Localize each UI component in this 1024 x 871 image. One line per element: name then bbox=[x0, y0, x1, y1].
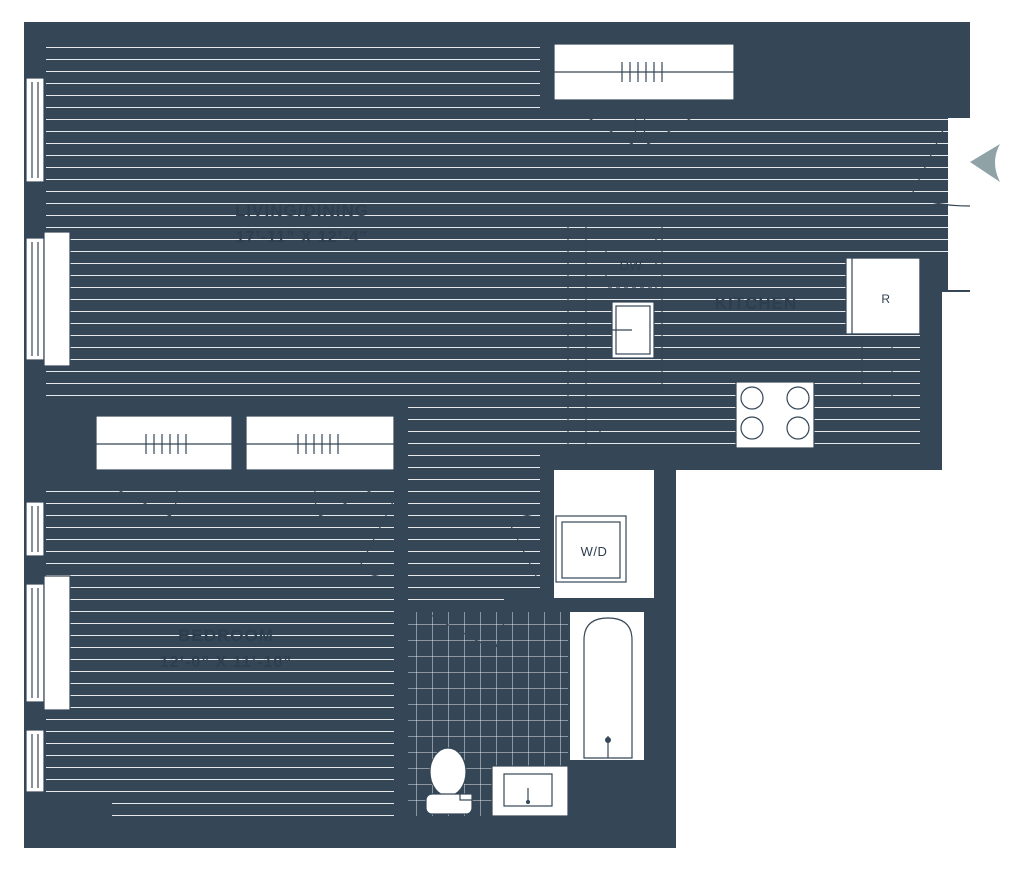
refrigerator-label: R bbox=[881, 292, 890, 306]
fixture-labels: DW R W/D bbox=[581, 258, 890, 559]
kitchen-fixtures bbox=[567, 217, 921, 449]
entry-arrow-icon bbox=[970, 144, 1000, 182]
living-room-name: LIVING/DINING bbox=[235, 201, 369, 220]
bedroom-dimensions: 12’-0” X 11’-10” bbox=[160, 654, 293, 671]
room-labels: LIVING/DINING 17’-11” X 12’-4” KITCHEN B… bbox=[160, 201, 798, 671]
windows bbox=[25, 77, 71, 793]
kitchen-name: KITCHEN bbox=[715, 294, 798, 313]
living-room-dimensions: 17’-11” X 12’-4” bbox=[236, 229, 369, 246]
doors bbox=[357, 123, 971, 651]
washer-dryer bbox=[555, 515, 627, 583]
bathroom-fixtures bbox=[425, 617, 633, 817]
dishwasher-label: DW bbox=[620, 258, 643, 273]
closets bbox=[95, 43, 735, 517]
washer-dryer-label: W/D bbox=[581, 544, 608, 559]
bedroom-name: BEDROOM bbox=[178, 626, 274, 645]
